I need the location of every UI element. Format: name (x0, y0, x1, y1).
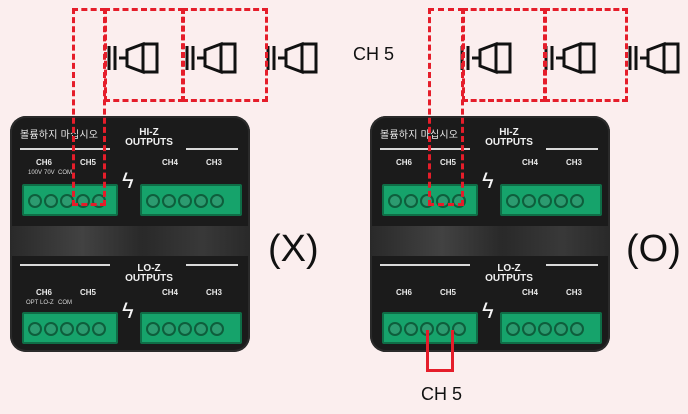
hiz-ch6-label: CH6 (396, 158, 413, 167)
screw (210, 322, 224, 336)
screw (146, 194, 160, 208)
loz-ch6-label: CH6 (36, 288, 53, 297)
screw (404, 322, 418, 336)
right-label: (O) (626, 228, 681, 270)
ch5-top-label: CH 5 (353, 44, 395, 64)
screw (522, 194, 536, 208)
loz-ch5-label: CH5 (440, 288, 457, 297)
loz-subtitle: OUTPUTS (485, 273, 533, 284)
screw (178, 322, 192, 336)
hiz-term-com: COM (58, 170, 72, 176)
connector-strip (10, 226, 250, 256)
hiz-ch4-label: CH4 (522, 158, 539, 167)
ch5-marker (426, 330, 454, 372)
hiz-subtitle: OUTPUTS (485, 137, 533, 148)
screw (452, 322, 466, 336)
screw (146, 322, 160, 336)
hiz-term-100v: 100V (28, 170, 43, 176)
screw (28, 322, 42, 336)
loz-ch5-label: CH5 (80, 288, 97, 297)
screw (162, 322, 176, 336)
divider (380, 264, 470, 266)
screw (44, 322, 58, 336)
screw (28, 194, 42, 208)
screw (404, 194, 418, 208)
dashed-wire-left-2 (104, 8, 184, 102)
speaker-icon (107, 41, 159, 75)
divider (546, 148, 598, 150)
dashed-wire-right-2 (462, 8, 546, 102)
dashed-wire-right-1 (428, 8, 464, 206)
loz-term-com: COM (58, 300, 72, 306)
screw (506, 194, 520, 208)
amplifier-panel-left: 볼륨하지 마십시오 HI-Z OUTPUTS CH6 CH5 CH4 CH3 1… (10, 116, 250, 352)
connector-strip (370, 226, 610, 256)
hiz-title: HI-Z (499, 127, 519, 138)
hiz-subtitle: OUTPUTS (125, 137, 173, 148)
screw (538, 322, 552, 336)
divider (380, 148, 470, 150)
screw (506, 322, 520, 336)
loz-ch3-label: CH3 (566, 288, 583, 297)
screw (436, 322, 450, 336)
loz-term-loz: LO-Z (40, 300, 54, 306)
hiz-ch5-label: CH5 (440, 158, 457, 167)
screw (178, 194, 192, 208)
screw (522, 322, 536, 336)
screw (210, 194, 224, 208)
dashed-wire-left-1 (72, 8, 106, 206)
amplifier-panel-right: 볼륨하지 마십시오 HI-Z OUTPUTS CH6 CH5 CH4 CH3 ϟ… (370, 116, 610, 352)
screw (60, 322, 74, 336)
lightning-icon: ϟ (122, 168, 134, 193)
loz-ch6-label: CH6 (396, 288, 413, 297)
hiz-ch3-label: CH3 (566, 158, 583, 167)
divider (20, 264, 110, 266)
loz-ch3-label: CH3 (206, 288, 223, 297)
screw (162, 194, 176, 208)
lightning-icon: ϟ (122, 298, 134, 323)
speaker-icon (628, 41, 680, 75)
hiz-ch4-label: CH4 (162, 158, 179, 167)
loz-subtitle: OUTPUTS (125, 273, 173, 284)
dashed-wire-left-3 (182, 8, 268, 102)
divider (186, 264, 238, 266)
ch5-bottom-label: CH 5 (421, 384, 463, 404)
speaker-icon (185, 41, 237, 75)
screw (554, 194, 568, 208)
speaker-icon (266, 41, 318, 75)
panel-top-text: 볼륨하지 마십시오 (380, 130, 459, 141)
hiz-ch5-label: CH5 (80, 158, 97, 167)
hiz-ch3-label: CH3 (206, 158, 223, 167)
screw (92, 322, 106, 336)
screw (554, 322, 568, 336)
screw (570, 194, 584, 208)
loz-ch4-label: CH4 (522, 288, 539, 297)
lightning-icon: ϟ (482, 298, 494, 323)
divider (186, 148, 238, 150)
dashed-wire-right-3 (544, 8, 628, 102)
screw (538, 194, 552, 208)
wrong-label: (X) (268, 228, 319, 270)
loz-title: LO-Z (497, 263, 521, 274)
loz-ch4-label: CH4 (162, 288, 179, 297)
loz-term-opt: OPT (26, 300, 39, 306)
hiz-ch6-label: CH6 (36, 158, 53, 167)
screw (194, 322, 208, 336)
divider (546, 264, 598, 266)
screw (44, 194, 58, 208)
hiz-term-70v: 70V (44, 170, 55, 176)
divider (20, 148, 110, 150)
screw (194, 194, 208, 208)
screw (570, 322, 584, 336)
lightning-icon: ϟ (482, 168, 494, 193)
hiz-title: HI-Z (139, 127, 159, 138)
loz-title: LO-Z (137, 263, 161, 274)
panel-top-text: 볼륨하지 마십시오 (20, 130, 99, 141)
screw (388, 194, 402, 208)
screw (388, 322, 402, 336)
screw (76, 322, 90, 336)
